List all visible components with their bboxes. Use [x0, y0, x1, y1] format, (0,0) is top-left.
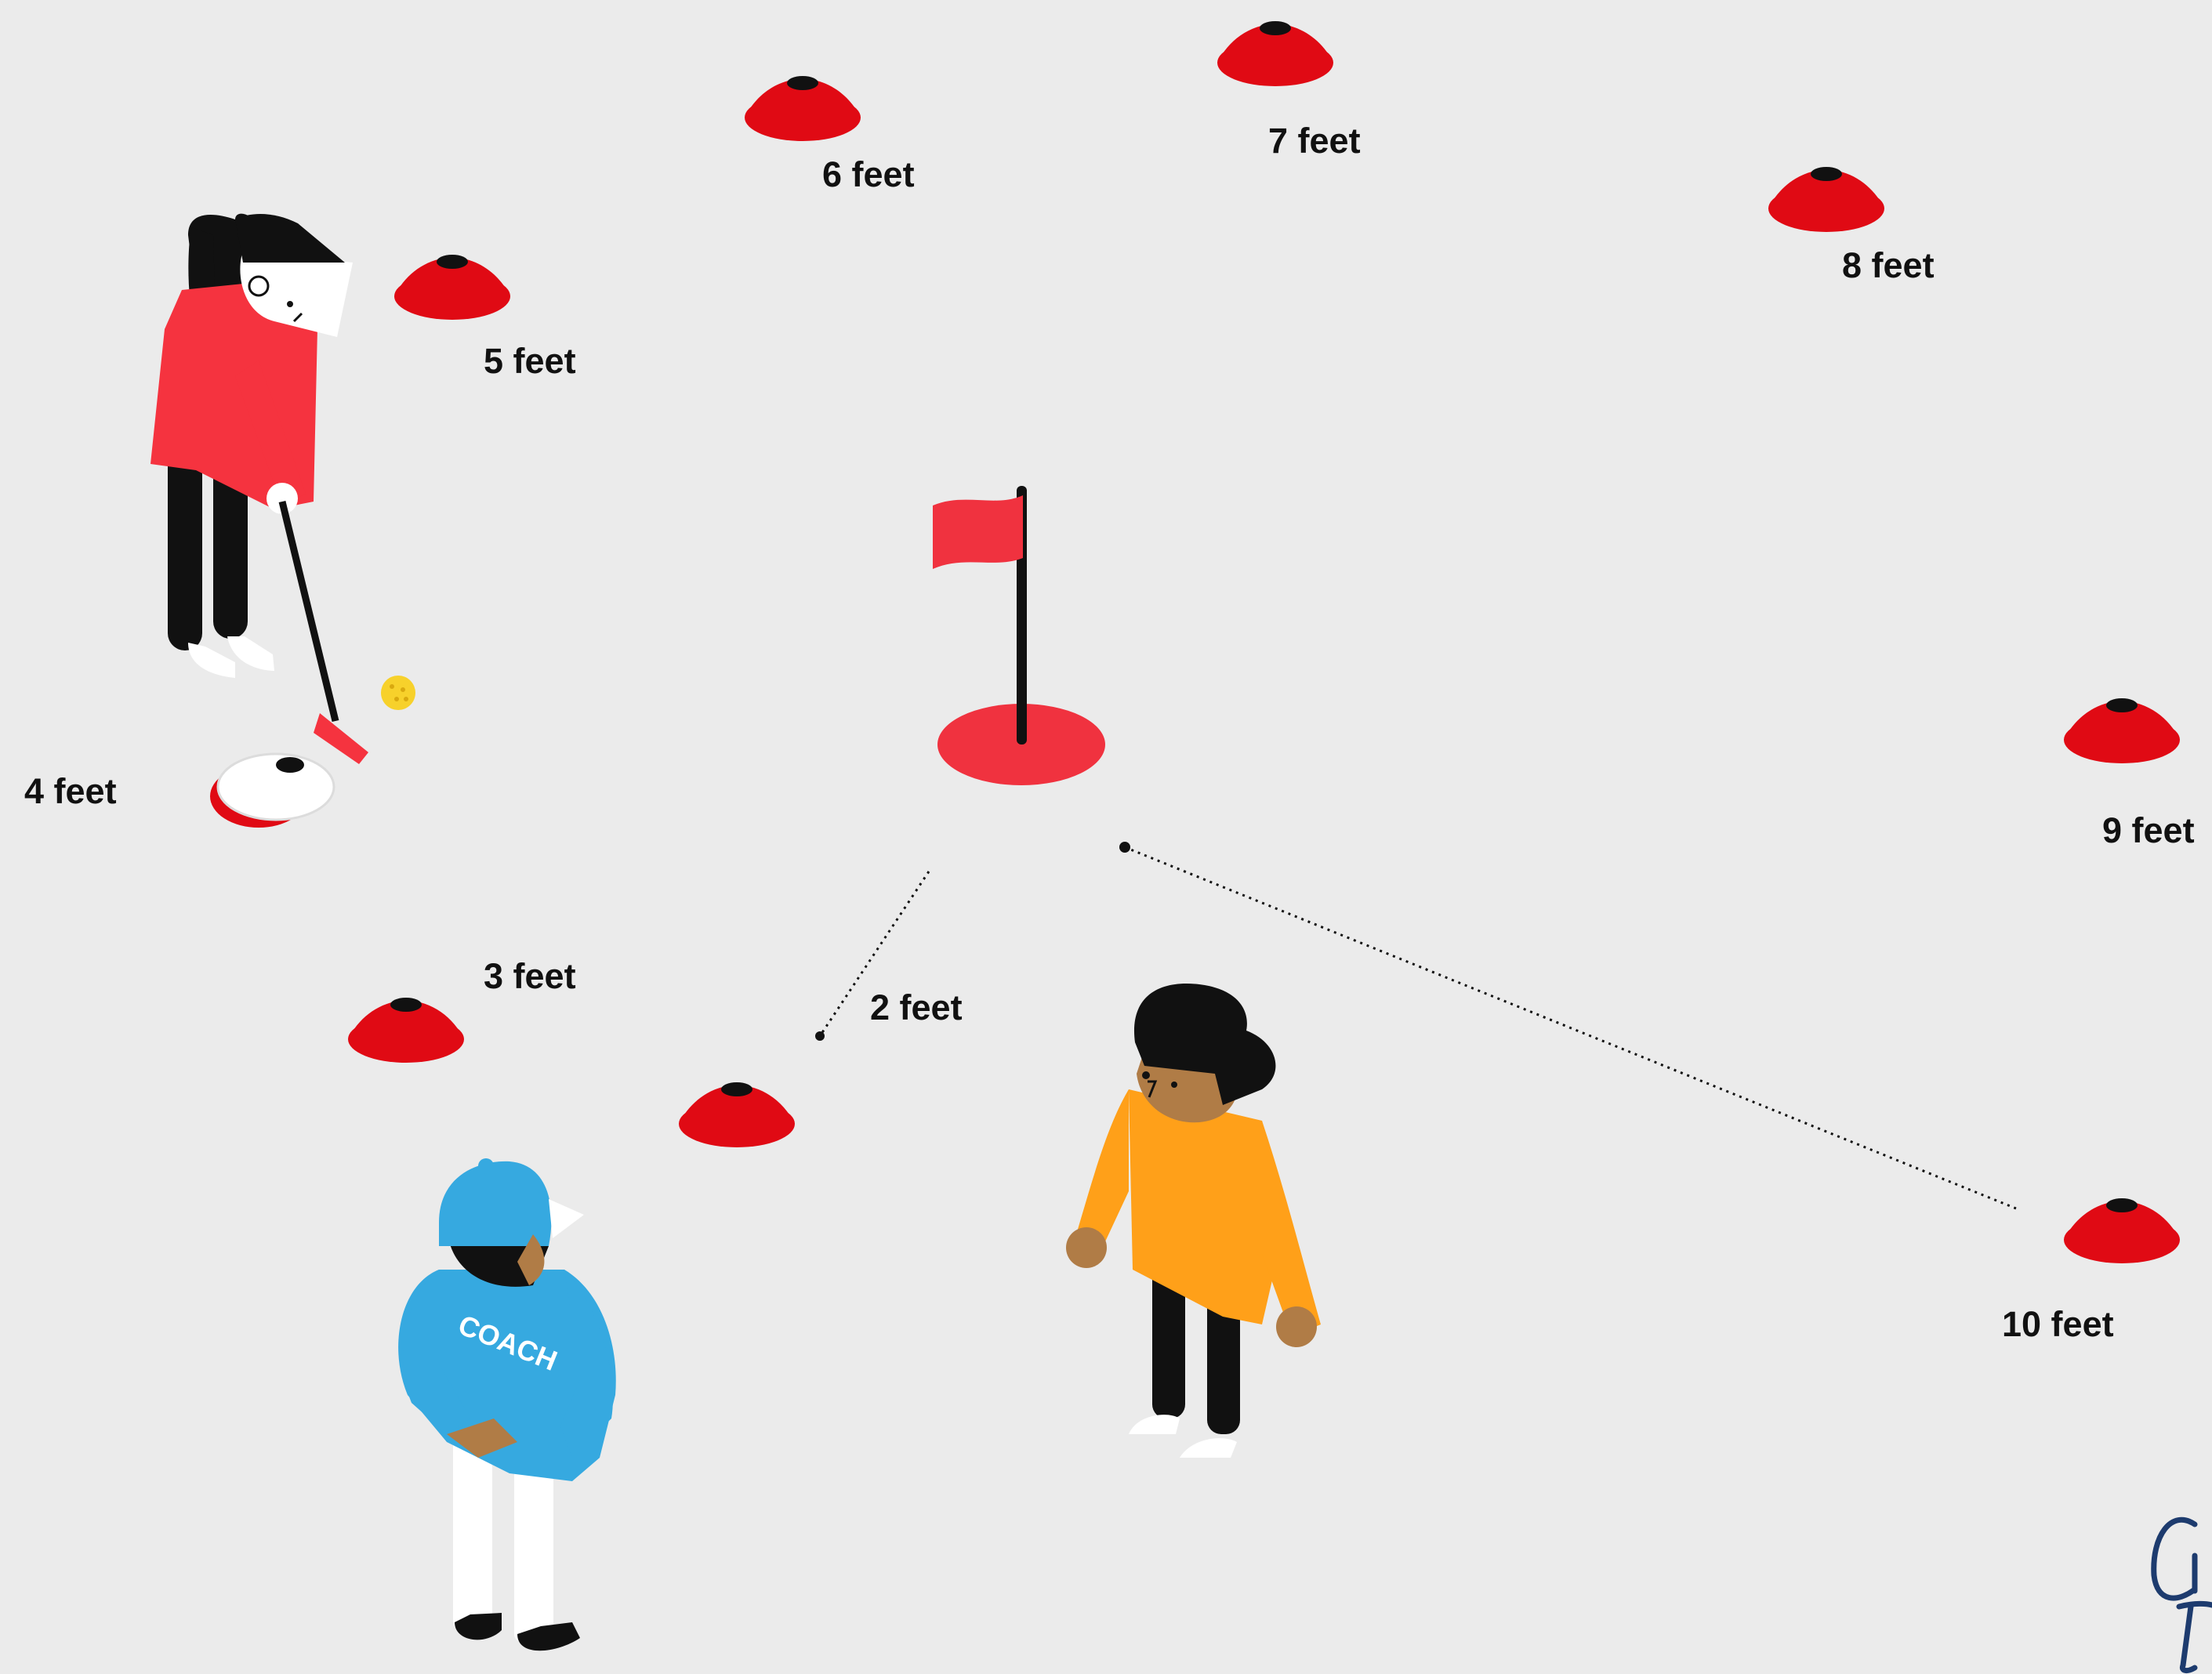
label-6-feet: 6 feet: [822, 154, 915, 194]
label-3-feet: 3 feet: [484, 956, 576, 996]
label-4-feet: 4 feet: [24, 771, 117, 811]
label-7-feet: 7 feet: [1268, 121, 1361, 161]
golf-ball: [381, 676, 415, 710]
label-10-feet: 10 feet: [2002, 1304, 2114, 1344]
label-8-feet: 8 feet: [1842, 245, 1935, 285]
label-5-feet: 5 feet: [484, 341, 576, 381]
label-9-feet: 9 feet: [2102, 810, 2195, 850]
flag-icon: [933, 495, 1023, 569]
measure-dot-10ft: [1119, 842, 1130, 853]
measure-dot-2ft: [815, 1031, 825, 1041]
label-2-feet: 2 feet: [870, 987, 963, 1027]
